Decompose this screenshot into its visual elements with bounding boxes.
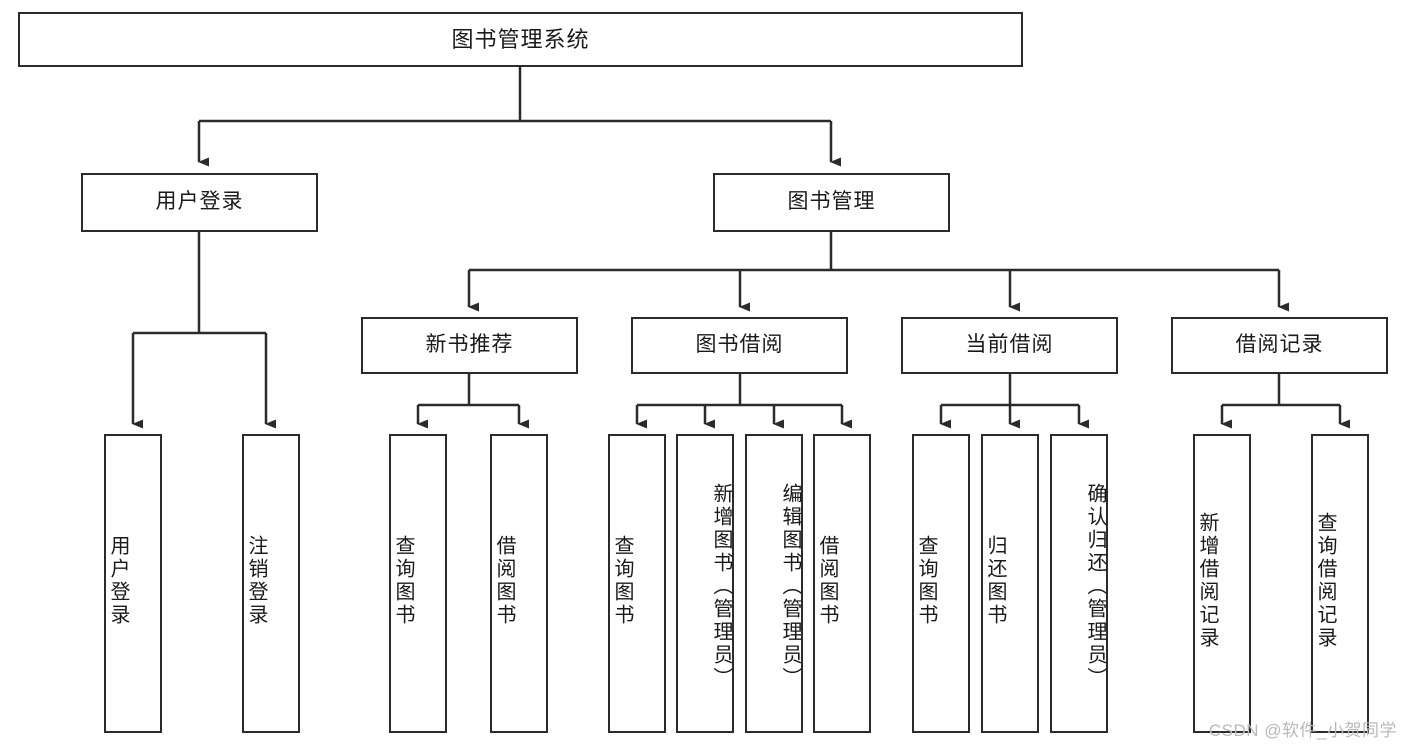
leaf-borrow-borrow-book[interactable]: 借阅图书 (813, 434, 871, 733)
node-label: 借阅图书 (493, 534, 515, 627)
leaf-user-login-logout[interactable]: 注销登录 (242, 434, 300, 733)
node-label: 新增图书（管理员） (710, 483, 732, 690)
node-borrowing-record[interactable]: 借阅记录 (1171, 317, 1388, 374)
leaf-current-return-book[interactable]: 归还图书 (981, 434, 1039, 733)
node-label: 查询图书 (915, 534, 937, 627)
node-label: 归还图书 (984, 534, 1006, 627)
node-label: 查询图书 (392, 534, 414, 627)
leaf-borrow-add-book-admin[interactable]: 新增图书（管理员） (676, 434, 734, 733)
node-label: 图书管理 (787, 190, 876, 214)
node-label: 借阅记录 (1235, 333, 1324, 357)
node-label: 用户登录 (107, 534, 129, 627)
node-label: 图书管理系统 (451, 26, 590, 52)
leaf-borrow-query-book[interactable]: 查询图书 (608, 434, 666, 733)
node-label: 查询图书 (611, 534, 633, 627)
node-label: 查询借阅记录 (1314, 511, 1336, 650)
node-new-book-recommendation[interactable]: 新书推荐 (361, 317, 578, 374)
node-label: 图书借阅 (695, 333, 784, 357)
node-root-library-system[interactable]: 图书管理系统 (18, 12, 1023, 67)
node-label: 借阅图书 (816, 534, 838, 627)
node-label: 确认归还（管理员） (1084, 483, 1106, 690)
node-book-management[interactable]: 图书管理 (713, 173, 950, 232)
node-label: 当前借阅 (965, 333, 1054, 357)
leaf-borrow-edit-book-admin[interactable]: 编辑图书（管理员） (745, 434, 803, 733)
node-label: 新书推荐 (425, 333, 514, 357)
leaf-record-query-record[interactable]: 查询借阅记录 (1311, 434, 1369, 733)
node-label: 新增借阅记录 (1196, 511, 1218, 650)
leaf-new-book-query-book[interactable]: 查询图书 (389, 434, 447, 733)
node-user-login[interactable]: 用户登录 (81, 173, 318, 232)
node-book-borrowing[interactable]: 图书借阅 (631, 317, 848, 374)
leaf-current-query-book[interactable]: 查询图书 (912, 434, 970, 733)
watermark: CSDN @软件_小贺同学 (1208, 721, 1397, 740)
node-current-borrowing[interactable]: 当前借阅 (901, 317, 1118, 374)
leaf-user-login-login[interactable]: 用户登录 (104, 434, 162, 733)
leaf-new-book-borrow-book[interactable]: 借阅图书 (490, 434, 548, 733)
node-label: 注销登录 (245, 534, 267, 627)
leaf-current-confirm-return-admin[interactable]: 确认归还（管理员） (1050, 434, 1108, 733)
node-label: 用户登录 (155, 190, 244, 214)
leaf-record-add-record[interactable]: 新增借阅记录 (1193, 434, 1251, 733)
node-label: 编辑图书（管理员） (779, 483, 801, 690)
